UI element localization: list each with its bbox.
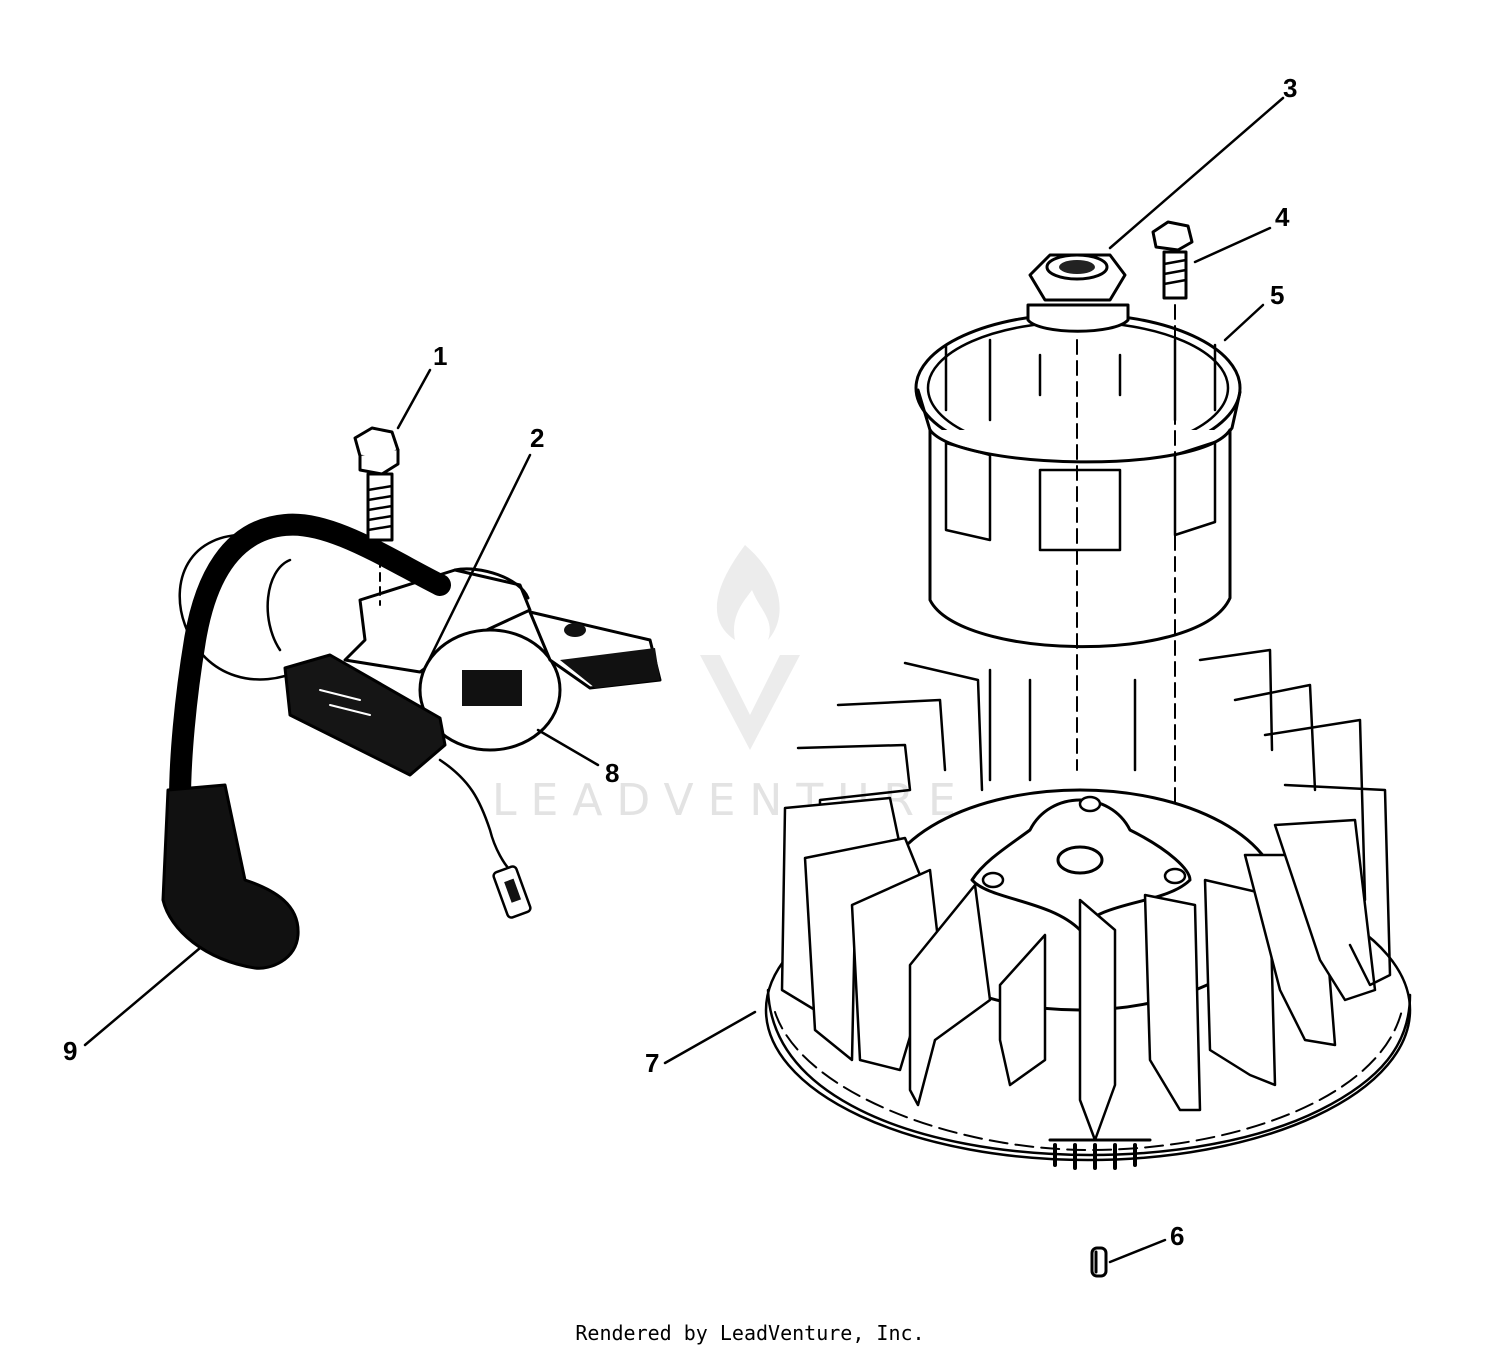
callout-8: 8 <box>605 758 619 788</box>
callout-4: 4 <box>1275 202 1290 232</box>
callout-9: 9 <box>63 1036 77 1066</box>
callout-1: 1 <box>433 341 447 371</box>
flywheel-key-drawing <box>1090 1246 1108 1278</box>
rotating-screen-drawing <box>914 220 1242 861</box>
callout-5: 5 <box>1270 280 1284 310</box>
flywheel-drawing <box>764 648 1412 1170</box>
callout-7: 7 <box>645 1048 659 1078</box>
ignition-module-assembly <box>161 513 662 970</box>
callout-2: 2 <box>530 423 544 453</box>
credit-text: Rendered by LeadVenture, Inc. <box>575 1321 924 1345</box>
callout-leaders <box>83 96 1285 1264</box>
coil-bolt <box>353 426 400 606</box>
watermark-text: LEADVENTURE <box>492 775 970 826</box>
watermark-logo <box>700 545 800 750</box>
callout-3: 3 <box>1283 73 1297 103</box>
callout-6: 6 <box>1170 1221 1184 1251</box>
